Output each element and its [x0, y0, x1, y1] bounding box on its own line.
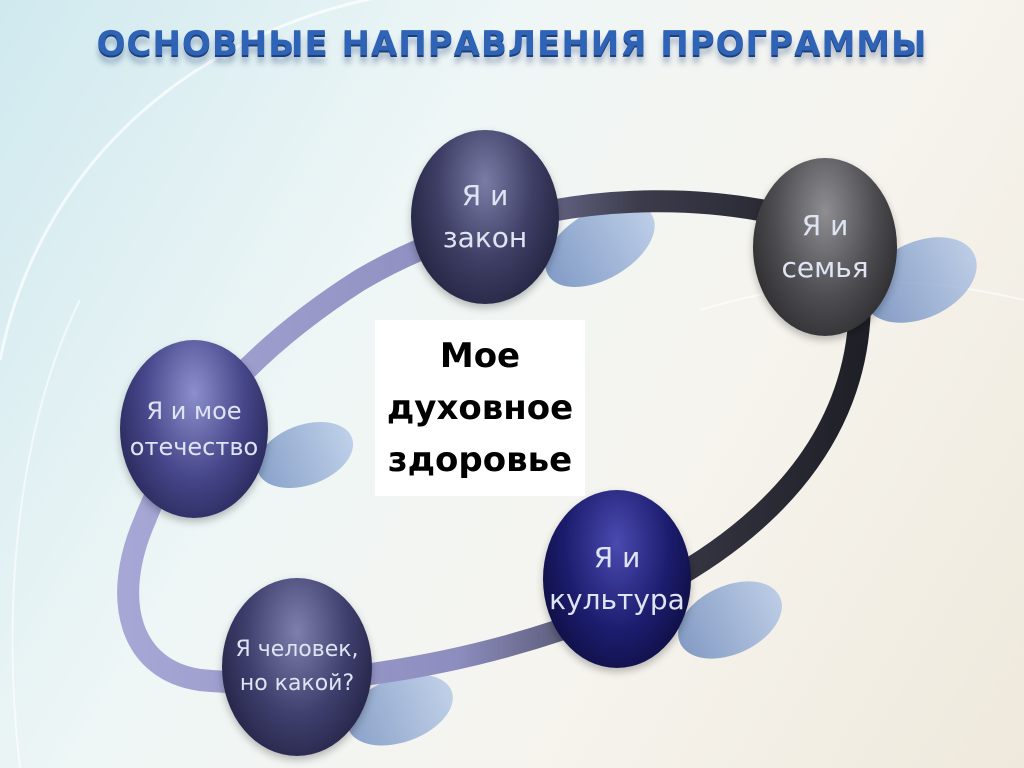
- node-label: Я и: [593, 541, 641, 574]
- node-label: семья: [781, 251, 869, 284]
- node-shadow: [347, 674, 453, 746]
- center-topic-box: Мое духовное здоровье: [375, 320, 585, 496]
- center-topic-line: духовное: [386, 388, 574, 428]
- node-label: Я и: [801, 209, 849, 242]
- center-topic-line: Мое: [439, 336, 521, 376]
- node-label: Я человек,: [235, 637, 359, 662]
- node-label: но какой?: [239, 671, 355, 696]
- slide-title: ОСНОВНЫЕ НАПРАВЛЕНИЯ ПРОГРАММЫ: [96, 24, 928, 64]
- node-shadow: [545, 202, 655, 288]
- node-ya-i-semya: Я и семья: [753, 158, 897, 336]
- node-shadow: [256, 422, 354, 488]
- node-label: культура: [549, 583, 685, 616]
- node-shadow: [678, 581, 782, 659]
- decor-arc: [11, 299, 81, 768]
- node-ya-chelovek: Я человек, но какой?: [222, 578, 372, 756]
- node-label: отечество: [129, 433, 259, 461]
- center-topic-line: здоровье: [387, 440, 573, 480]
- node-label: Я и мое: [146, 397, 242, 425]
- node-label: закон: [442, 221, 528, 254]
- node-label: Я и: [461, 179, 509, 212]
- decor-arc: [0, 0, 373, 361]
- node-ya-i-zakon: Я и закон: [411, 130, 559, 304]
- node-ya-i-otechestvo: Я и мое отечество: [120, 340, 268, 518]
- node-ya-i-kultura: Я и культура: [543, 490, 691, 668]
